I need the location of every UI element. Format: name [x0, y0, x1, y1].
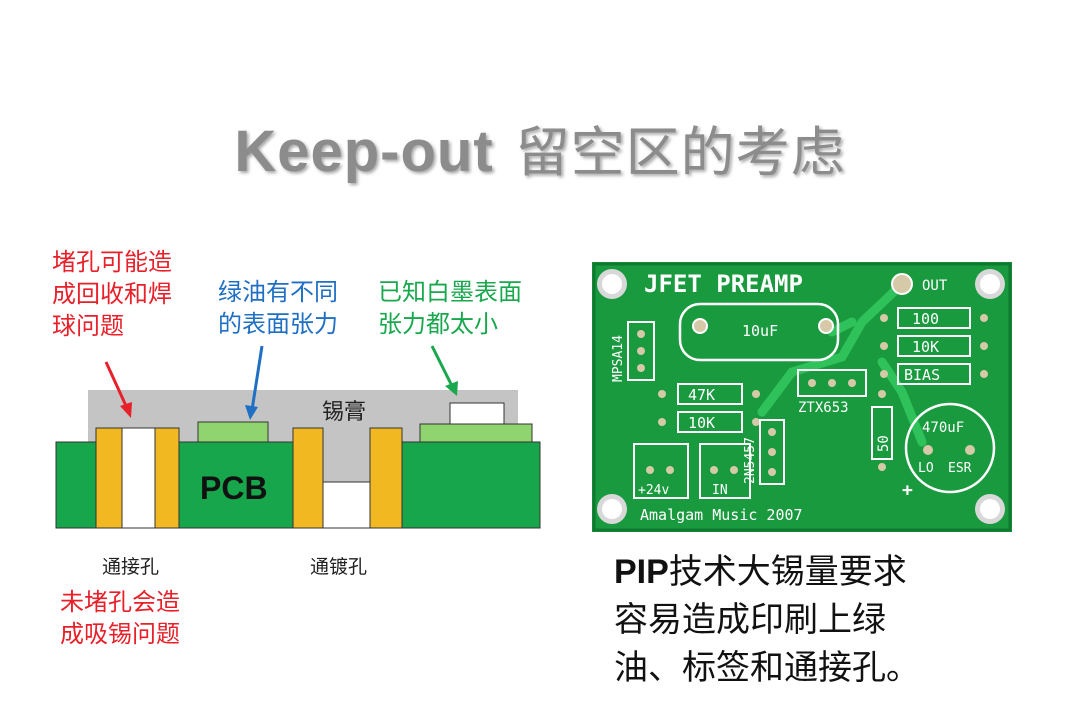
res-label-4: 47K — [688, 386, 715, 404]
unplugged-line-1: 未堵孔会造 — [60, 588, 180, 616]
big-cap-outline — [904, 402, 996, 494]
slide-title: Keep-out 留空区的考虑 — [0, 108, 1080, 187]
mount-hole-bl — [597, 494, 627, 524]
silkscreen-note: 已知白墨表面 张力都太小 — [378, 276, 522, 340]
res-label-6: 50 — [876, 435, 892, 452]
title-cjk: 留空区的考虑 — [515, 121, 846, 184]
caption-text: PIP技术大锡量要求 容易造成印刷上绿 油、标签和通接孔。 — [614, 548, 1034, 692]
blue-arrow — [250, 345, 264, 411]
pcb-board-svg: JFET PREAMP OUT 10uF 100 10K BIAS 47K 10… — [592, 262, 1012, 532]
transistor-label-2: ZTX653 — [798, 400, 849, 416]
plug-hole-note: 堵孔可能造 成回收和焊 球问题 — [52, 246, 172, 342]
red-arrow — [104, 361, 129, 409]
title-latin: Keep-out — [234, 119, 494, 184]
caption-line-3: 油、标签和通接孔。 — [614, 648, 920, 688]
green-arrow — [430, 345, 454, 387]
copper-traces — [757, 279, 927, 447]
board-out: OUT — [922, 278, 948, 294]
res-label-2: 10K — [912, 338, 939, 356]
res-label-3: BIAS — [904, 366, 940, 384]
board-footer: Amalgam Music 2007 — [640, 506, 803, 524]
big-cap-plus: + — [902, 480, 913, 501]
cap-outline — [678, 302, 840, 362]
mount-hole-tl — [597, 269, 627, 299]
plated-copper-left — [292, 427, 324, 529]
big-cap-value: 470uF — [922, 420, 964, 436]
solder-paste-label: 锡膏 — [322, 400, 367, 425]
solder-mask-note: 绿油有不同 的表面张力 — [218, 276, 338, 340]
caption-line-1: 技术大锡量要求 — [668, 552, 907, 592]
silkscreen-block — [449, 402, 505, 425]
pcb-label: PCB — [200, 470, 268, 506]
solder-mask-line-1: 绿油有不同 — [218, 278, 338, 306]
via-copper-right — [154, 427, 180, 529]
pcb-body-right — [379, 441, 541, 529]
pad-label-2: IN — [712, 483, 728, 498]
plated-copper-right — [369, 427, 403, 529]
silkscreen-line-2: 张力都太小 — [378, 310, 498, 338]
caption-bold: PIP — [614, 553, 669, 591]
plug-hole-line-2: 成回收和焊 — [52, 280, 172, 308]
res-label-1: 100 — [912, 310, 939, 328]
caption-line-2: 容易造成印刷上绿 — [614, 600, 886, 640]
board-cap-label: 10uF — [742, 322, 778, 340]
via-copper-left — [95, 427, 123, 529]
via-hole-1 — [121, 427, 156, 529]
pad-label-1: +24v — [638, 483, 669, 498]
plated-hole-label: 通镀孔 — [310, 556, 368, 578]
solder-mask-line-2: 的表面张力 — [218, 310, 338, 338]
big-cap-lo: LO — [918, 461, 934, 476]
solder-mask-pad-2 — [419, 423, 533, 443]
blue-arrowhead — [245, 405, 258, 420]
via-label: 通接孔 — [102, 556, 160, 578]
mount-hole-tr — [975, 269, 1005, 299]
big-cap-esr: ESR — [948, 461, 972, 476]
plug-hole-line-1: 堵孔可能造 — [52, 248, 172, 276]
plated-hole-2 — [322, 481, 371, 529]
silkscreen-line-1: 已知白墨表面 — [378, 278, 522, 306]
unplugged-note: 未堵孔会造 成吸锡问题 — [60, 586, 180, 650]
pcb-board-photo: JFET PREAMP OUT 10uF 100 10K BIAS 47K 10… — [592, 262, 1012, 532]
board-title: JFET PREAMP — [644, 270, 803, 298]
unplugged-line-2: 成吸锡问题 — [60, 620, 180, 648]
transistor-label-1: MPSA14 — [611, 335, 626, 382]
green-arrowhead — [445, 381, 458, 396]
transistor-label-3: 2N5457 — [743, 437, 758, 484]
mount-hole-br — [975, 494, 1005, 524]
solder-mask-pad-1 — [197, 421, 269, 443]
res-label-5: 10K — [688, 414, 715, 432]
plug-hole-line-3: 球问题 — [52, 312, 124, 340]
red-arrowhead — [120, 402, 132, 418]
